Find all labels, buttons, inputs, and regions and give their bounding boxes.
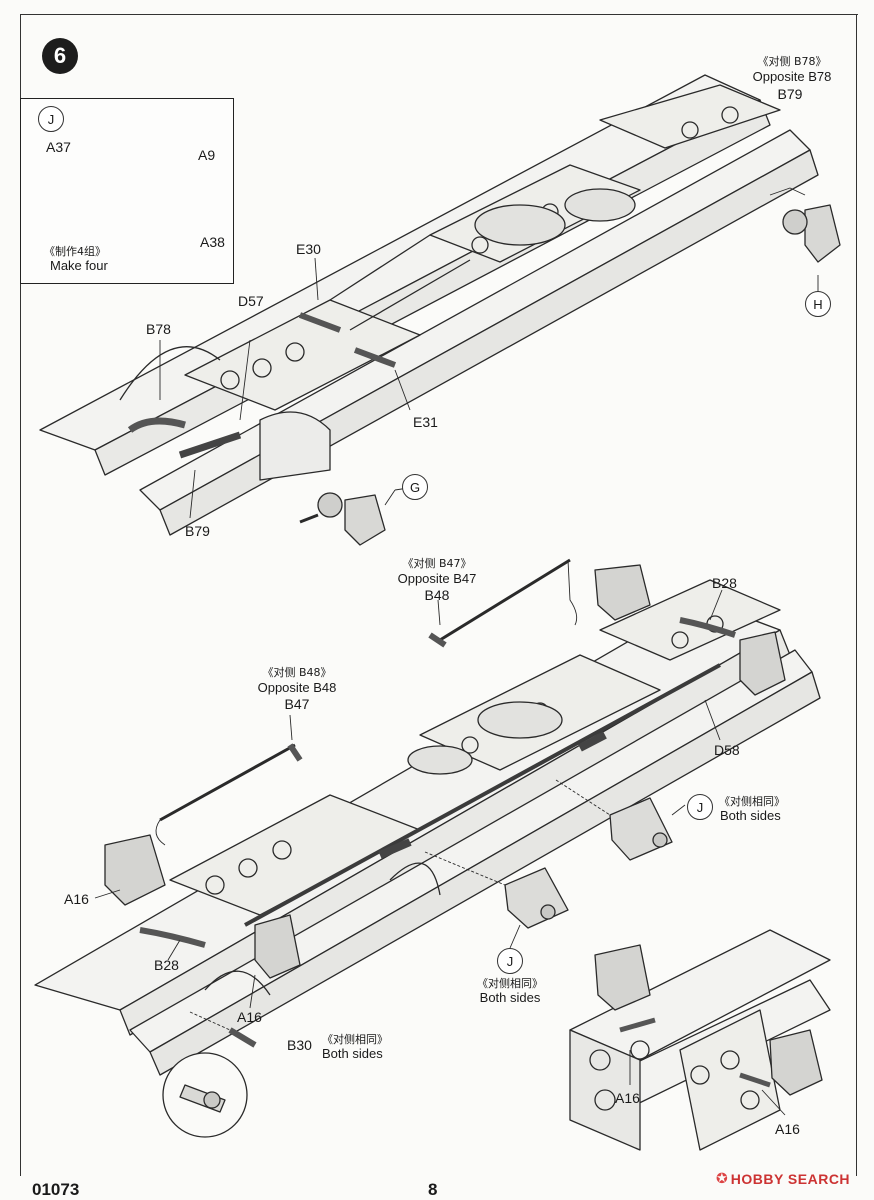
part-a9-label: A9 (198, 147, 216, 163)
detail-view (569, 929, 831, 1151)
opposite-b48-cn: 《对侧 B48》 (262, 666, 332, 679)
both-sides-center-cn: 《对侧相同》 (477, 977, 543, 990)
opposite-b78-cn: 《对侧 B78》 (757, 55, 827, 68)
part-a37-label: A37 (46, 139, 71, 155)
opposite-b47-cn: 《对侧 B47》 (402, 557, 472, 570)
ref-h-circle: H (805, 291, 831, 317)
inset-ref-j: J (38, 106, 64, 132)
ref-g-circle: G (402, 474, 428, 500)
b30-both-sides-en: Both sides (322, 1046, 383, 1061)
part-d57-label: D57 (238, 293, 264, 309)
both-sides-right-cn: 《对侧相同》 (719, 795, 785, 808)
part-e30-label: E30 (296, 241, 321, 257)
page-frame (20, 14, 858, 1176)
part-e31-label: E31 (413, 414, 438, 430)
part-b79-bottom-label: B79 (185, 523, 210, 539)
detail-a16-right-label: A16 (775, 1121, 800, 1137)
middle-chassis-frame (34, 558, 821, 1138)
both-sides-center-en: Both sides (479, 990, 541, 1005)
part-b28-top-label: B28 (712, 575, 737, 591)
detail-a16-left-label: A16 (615, 1090, 640, 1106)
page-frame-right (856, 14, 858, 1176)
b30-both-sides-cn: 《对侧相同》 (322, 1033, 388, 1046)
part-b28-bottom-label: B28 (154, 957, 179, 973)
part-d58-label: D58 (714, 742, 740, 758)
top-chassis-frame (39, 74, 841, 546)
watermark-logo-icon: ✪ (716, 1170, 728, 1186)
inset-note-en: Make four (50, 258, 108, 273)
both-sides-right-en: Both sides (720, 808, 781, 823)
product-code: 01073 (32, 1180, 80, 1199)
part-b78-label: B78 (146, 321, 171, 337)
part-b79-top-label: B79 (777, 86, 803, 102)
page-number: 8 (428, 1180, 438, 1199)
part-a16-bottom-label: A16 (237, 1009, 262, 1025)
part-a38-label: A38 (200, 234, 225, 250)
inset-note-cn: 《制作4组》 (44, 245, 106, 258)
ref-j-right-circle: J (687, 794, 713, 820)
opposite-b48-en: Opposite B48 (257, 680, 337, 695)
opposite-b78-en: Opposite B78 (752, 69, 832, 84)
part-b48-label: B48 (424, 587, 450, 603)
part-a16-left-label: A16 (64, 891, 89, 907)
hobby-search-watermark: ✪ HOBBY SEARCH (716, 1170, 850, 1187)
ref-j-center-circle: J (497, 948, 523, 974)
part-b30-label: B30 (287, 1037, 312, 1053)
part-b47-label: B47 (284, 696, 310, 712)
opposite-b47-en: Opposite B47 (397, 571, 477, 586)
watermark-text: HOBBY SEARCH (730, 1170, 851, 1187)
step-number-badge: 6 (42, 38, 78, 74)
